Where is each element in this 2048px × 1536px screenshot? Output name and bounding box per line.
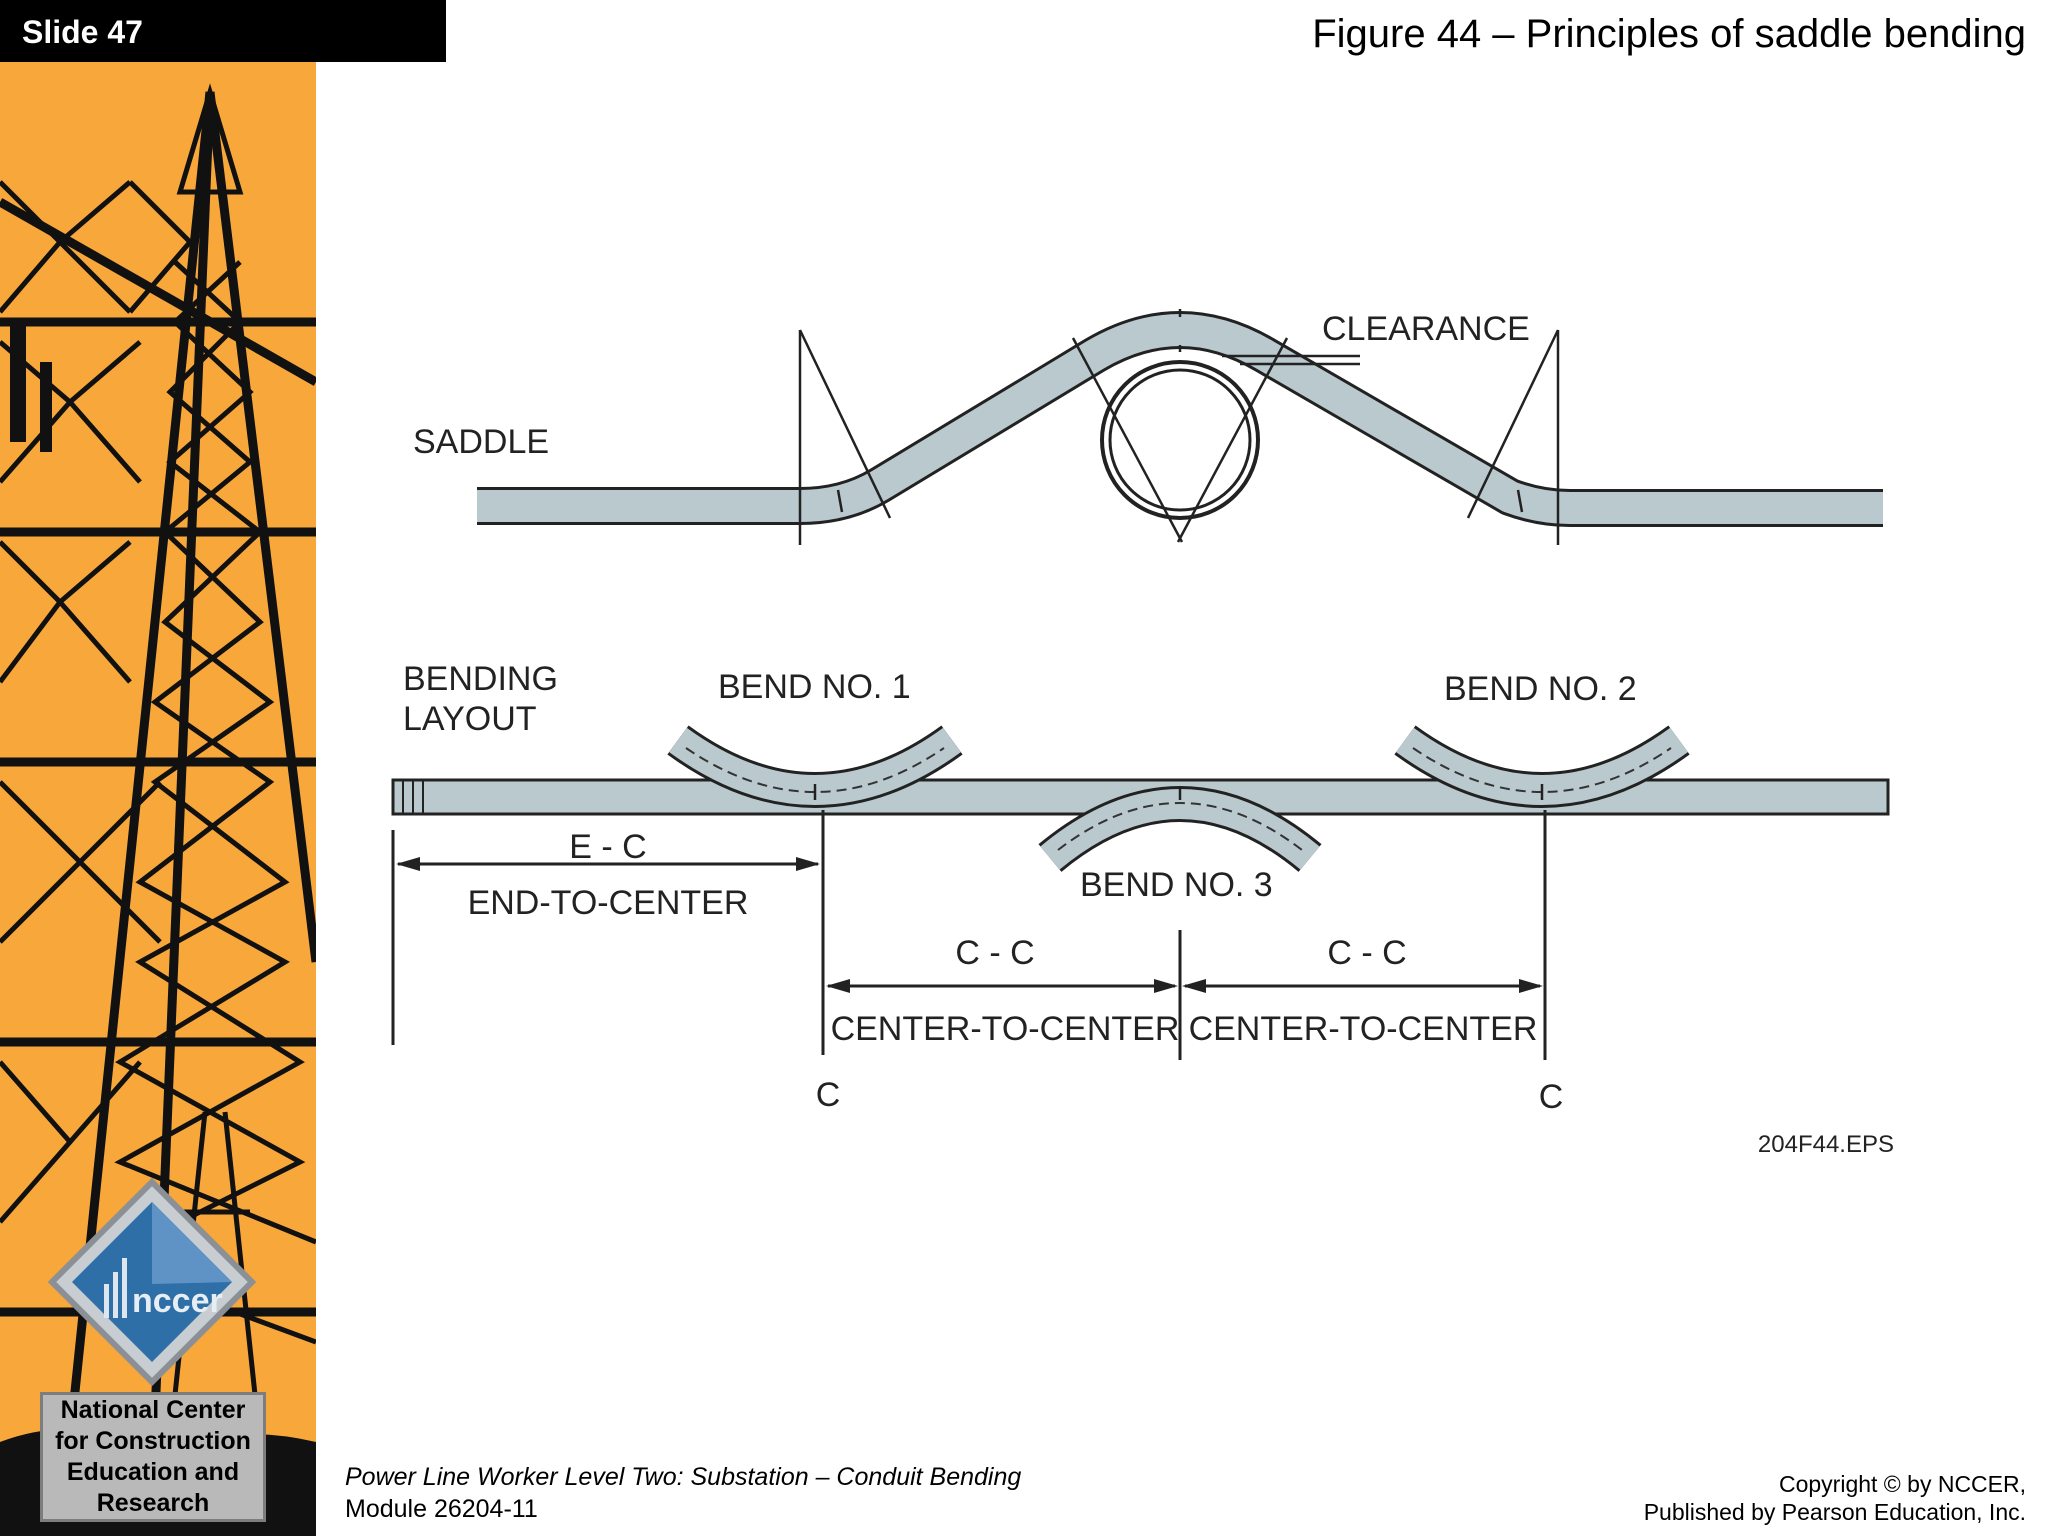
slide-number: Slide 47 xyxy=(22,14,143,50)
org-name-line: Education and xyxy=(66,1458,240,1486)
org-name-line: Research xyxy=(96,1489,210,1517)
bending-layout-label: LAYOUT xyxy=(403,700,537,738)
sidebar-artwork: nccer National Center for Construction E… xyxy=(0,62,316,1536)
bend-shoe-3 xyxy=(1038,786,1322,872)
nccer-logo-icon: nccer xyxy=(47,1177,257,1387)
saddle-bending-diagram: SADDLE CLEARANCE xyxy=(391,309,1894,1158)
bending-layout-label: BENDING xyxy=(403,660,558,698)
copyright-line: Copyright © by NCCER, xyxy=(1778,1471,2026,1497)
publisher-line: Published by Pearson Education, Inc. xyxy=(1643,1499,2026,1525)
bend-shoe-2 xyxy=(1394,725,1690,808)
bend-3-label: BEND NO. 3 xyxy=(1080,866,1273,904)
logo-wordmark: nccer xyxy=(132,1282,223,1320)
copyright-notice: Copyright © by NCCER, Published by Pears… xyxy=(1644,1470,2026,1526)
center-mark-left: C xyxy=(816,1076,841,1114)
cc-abbrev-left-label: C - C xyxy=(955,934,1034,972)
obstacle-pipe xyxy=(1100,360,1260,520)
figure-title: Figure 44 – Principles of saddle bending xyxy=(1312,12,2026,56)
org-name-line: National Center xyxy=(60,1396,246,1424)
org-name-line: for Construction xyxy=(55,1427,251,1455)
figure-file-id: 204F44.EPS xyxy=(1758,1131,1894,1158)
ec-abbrev-label: E - C xyxy=(569,828,646,866)
center-to-center-left-label: CENTER-TO-CENTER xyxy=(831,1010,1180,1048)
center-to-center-right-label: CENTER-TO-CENTER xyxy=(1189,1010,1538,1048)
power-tower-illustration: nccer xyxy=(0,83,316,1536)
slide-number-badge: Slide 47 xyxy=(0,0,446,62)
cc-abbrev-right-label: C - C xyxy=(1327,934,1406,972)
bend-shoe-1 xyxy=(667,725,963,808)
bend-1-label: BEND NO. 1 xyxy=(718,668,911,706)
module-number: Module 26204-11 xyxy=(345,1495,538,1523)
bend-2-label: BEND NO. 2 xyxy=(1444,670,1637,708)
organization-name-box: National Center for Construction Educati… xyxy=(40,1392,266,1522)
saddle-conduit xyxy=(477,311,1883,527)
end-to-center-label: END-TO-CENTER xyxy=(468,884,749,922)
clearance-label: CLEARANCE xyxy=(1322,310,1530,348)
center-mark-right: C xyxy=(1539,1078,1564,1116)
course-title: Power Line Worker Level Two: Substation … xyxy=(345,1463,1022,1491)
saddle-label: SADDLE xyxy=(413,423,549,461)
